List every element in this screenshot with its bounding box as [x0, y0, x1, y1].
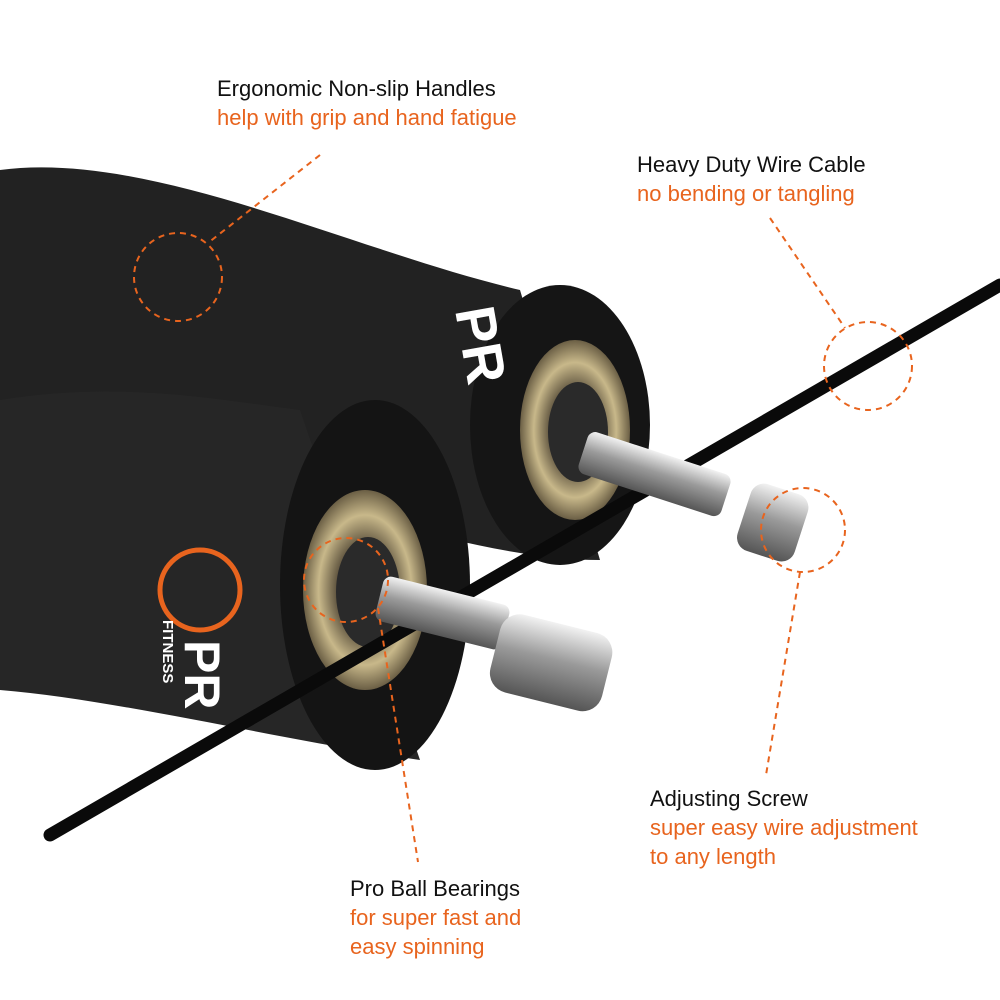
callout-screw: Adjusting Screw super easy wire adjustme…	[650, 784, 918, 871]
callout-text: help with grip and hand fatigue	[217, 105, 517, 130]
callout-text: to any length	[650, 844, 776, 869]
callout-text: for super fast and	[350, 905, 522, 930]
back-handle: PR	[0, 167, 650, 565]
callout-handles: Ergonomic Non-slip Handles help with gri…	[217, 74, 517, 132]
callout-title: Heavy Duty Wire Cable	[637, 152, 866, 177]
callout-text: easy spinning	[350, 934, 485, 959]
wire-cable	[43, 278, 1000, 842]
callout-title: Pro Ball Bearings	[350, 876, 520, 901]
marker-cable	[823, 321, 913, 411]
back-screw-fitting	[578, 432, 809, 562]
callout-cable: Heavy Duty Wire Cable no bending or tang…	[637, 150, 866, 208]
marker-handles	[133, 232, 223, 322]
logo-text-front: PR	[174, 640, 230, 709]
callout-text: super easy wire adjustment	[650, 815, 918, 840]
logo-ring-icon	[157, 547, 243, 633]
callout-text: no bending or tangling	[637, 181, 855, 206]
front-screw-fitting	[375, 576, 613, 712]
callout-title: Ergonomic Non-slip Handles	[217, 76, 496, 101]
callout-markers	[133, 154, 913, 863]
callout-title: Adjusting Screw	[650, 786, 808, 811]
logo-text-back: PR	[443, 301, 519, 389]
marker-bearings	[303, 537, 389, 623]
logo-text-fitness: FITNESS	[159, 620, 176, 683]
callout-bearings: Pro Ball Bearings for super fast and eas…	[350, 874, 521, 961]
marker-screw	[760, 487, 846, 573]
